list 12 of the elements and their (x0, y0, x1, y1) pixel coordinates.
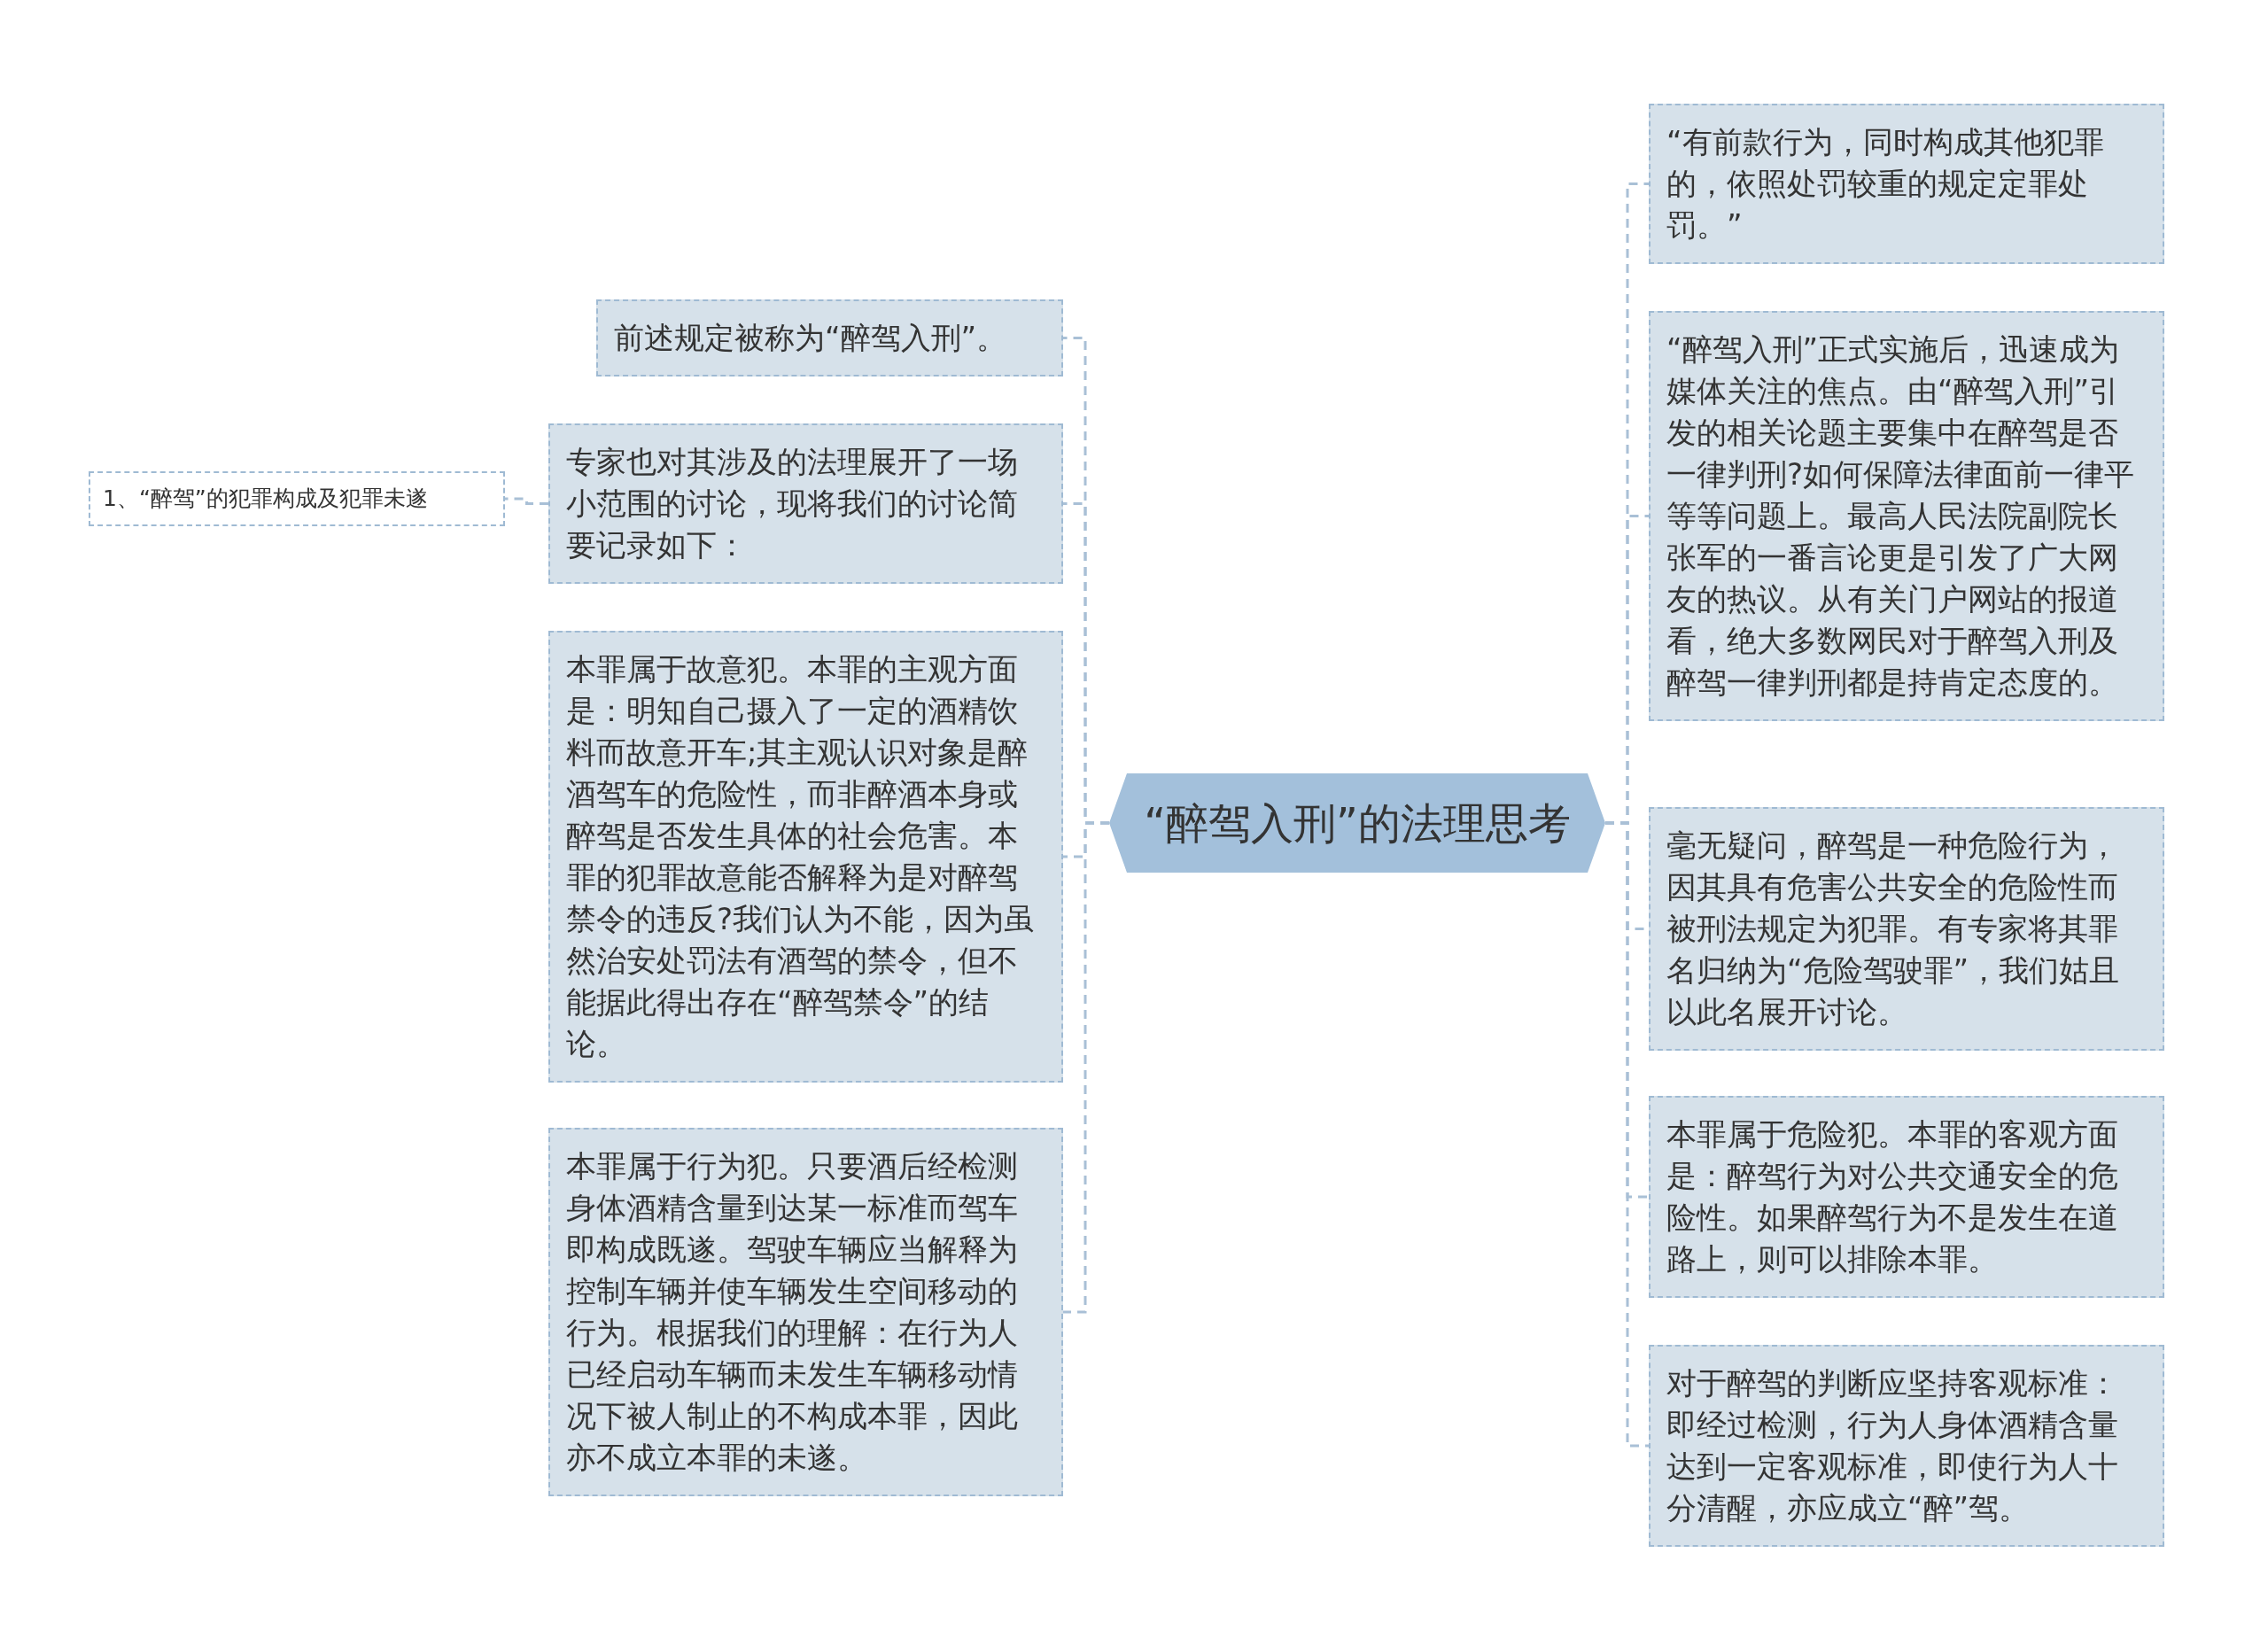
topic-box: 本罪属于危险犯。本罪的客观方面是：醉驾行为对公共交通安全的危险性。如果醉驾行为不是发生在道路上，则可以排除本罪。 (1649, 1096, 2164, 1298)
topic-box: 本罪属于故意犯。本罪的主观方面是：明知自己摄入了一定的酒精饮料而故意开车;其主观认识对象是醉酒驾车的危险性，而非醉酒本身或醉驾是否发生具体的社会危害。本罪的犯罪故意能否解释为是对醉驾禁令的违反?我们认为不能，因为虽然治安处罚法有酒驾的禁令，但不能据此得出存在“醉驾禁令”的结论。 (548, 631, 1063, 1083)
subtopic-box: 1、“醉驾”的犯罪构成及犯罪未遂 (89, 471, 505, 526)
topic-box: 专家也对其涉及的法理展开了一场小范围的讨论，现将我们的讨论简要记录如下： (548, 423, 1063, 584)
topic-box: “有前款行为，同时构成其他犯罪的，依照处罚较重的规定定罪处罚。” (1649, 104, 2164, 264)
topic-box: 前述规定被称为“醉驾入刑”。 (596, 299, 1063, 377)
topic-box: 对于醉驾的判断应坚持客观标准：即经过检测，行为人身体酒精含量达到一定客观标准，即使行为人十分清醒，亦应成立“醉”驾。 (1649, 1345, 2164, 1547)
topic-box: 本罪属于行为犯。只要酒后经检测身体酒精含量到达某一标准而驾车即构成既遂。驾驶车辆应当解释为控制车辆并使车辆发生空间移动的行为。根据我们的理解：在行为人已经启动车辆而未发生车辆移动情况下被人制止的不构成本罪，因此亦不成立本罪的未遂。 (548, 1128, 1063, 1496)
connector-line (505, 497, 548, 505)
central-topic: “醉驾入刑”的法理思考 (1109, 773, 1605, 873)
topic-box: 毫无疑问，醉驾是一种危险行为，因其具有危害公共安全的危险性而被刑法规定为犯罪。有专家将其罪名归纳为“危险驾驶罪”，我们姑且以此名展开讨论。 (1649, 807, 2164, 1051)
topic-box: “醉驾入刑”正式实施后，迅速成为媒体关注的焦点。由“醉驾入刑”引发的相关论题主要集中在醉驾是否一律判刑?如何保障法律面前一律平等等问题上。最高人民法院副院长张军的一番言论更是引发了广大网友的热议。从有关门户网站的报道看，绝大多数网民对于醉驾入刑及醉驾一律判刑都是持肯定态度的。 (1649, 311, 2164, 721)
